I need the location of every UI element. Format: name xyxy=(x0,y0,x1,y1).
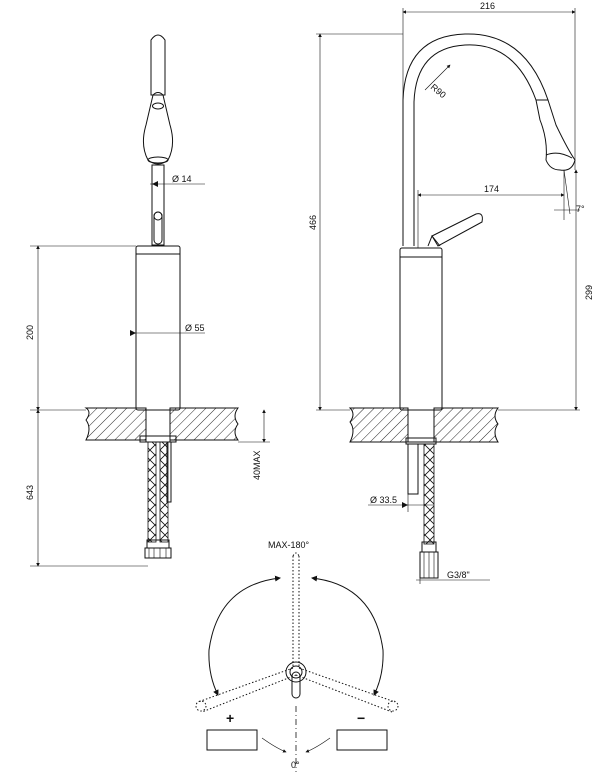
dim-angle-7: 7° xyxy=(576,204,585,214)
front-aerator-band xyxy=(152,102,164,110)
rotation-max-label: MAX-180° xyxy=(268,540,310,550)
side-countertop-left xyxy=(348,407,409,443)
front-lever-knob xyxy=(153,211,163,221)
rotation-hot-box xyxy=(206,729,258,751)
front-spout-stem xyxy=(150,34,166,96)
rotation-diagram: MAX-180° 0° + − xyxy=(195,540,399,772)
front-body xyxy=(135,245,181,411)
side-aerator xyxy=(535,99,576,171)
dim-diameter-33-5: Ø 33.5 xyxy=(370,495,397,505)
dim-reach-174: 174 xyxy=(484,184,499,194)
side-view: 216 R90 174 7° 466 299 Ø 33.5 G3/8" xyxy=(308,1,594,584)
dim-diameter-55: Ø 55 xyxy=(185,323,205,333)
side-countertop-right xyxy=(433,407,499,443)
dim-height-299: 299 xyxy=(584,285,594,300)
dim-radius-90: R90 xyxy=(429,82,448,100)
dim-width-216: 216 xyxy=(480,1,495,11)
side-lever xyxy=(431,213,483,247)
front-countertop xyxy=(84,407,147,441)
front-countertop-right xyxy=(169,407,239,441)
front-hose-left xyxy=(147,441,157,543)
rotation-arc-left xyxy=(208,575,281,696)
dim-height-200: 200 xyxy=(25,325,35,340)
rotation-cold-box xyxy=(336,729,388,751)
rotation-arc-right xyxy=(311,575,384,696)
dim-diameter-14: Ø 14 xyxy=(172,174,192,184)
dim-height-643: 643 xyxy=(25,485,35,500)
front-aerator-tip xyxy=(147,156,169,164)
side-gooseneck xyxy=(402,33,549,246)
dim-thread-g38: G3/8" xyxy=(447,570,470,580)
front-spout-neck xyxy=(151,164,165,246)
front-view: Ø 14 Ø 55 200 643 40MAX xyxy=(25,34,270,567)
rotation-minus-sign: − xyxy=(357,710,365,726)
dim-height-466: 466 xyxy=(308,215,318,230)
rotation-plus-sign: + xyxy=(226,710,234,726)
side-hose xyxy=(423,443,435,545)
side-body xyxy=(399,247,443,411)
rotation-hub xyxy=(285,661,307,683)
front-lever xyxy=(153,211,163,245)
dim-40-max: 40MAX xyxy=(252,450,262,480)
rotation-zero-label: 0° xyxy=(291,760,300,770)
front-hose-right xyxy=(159,441,169,543)
